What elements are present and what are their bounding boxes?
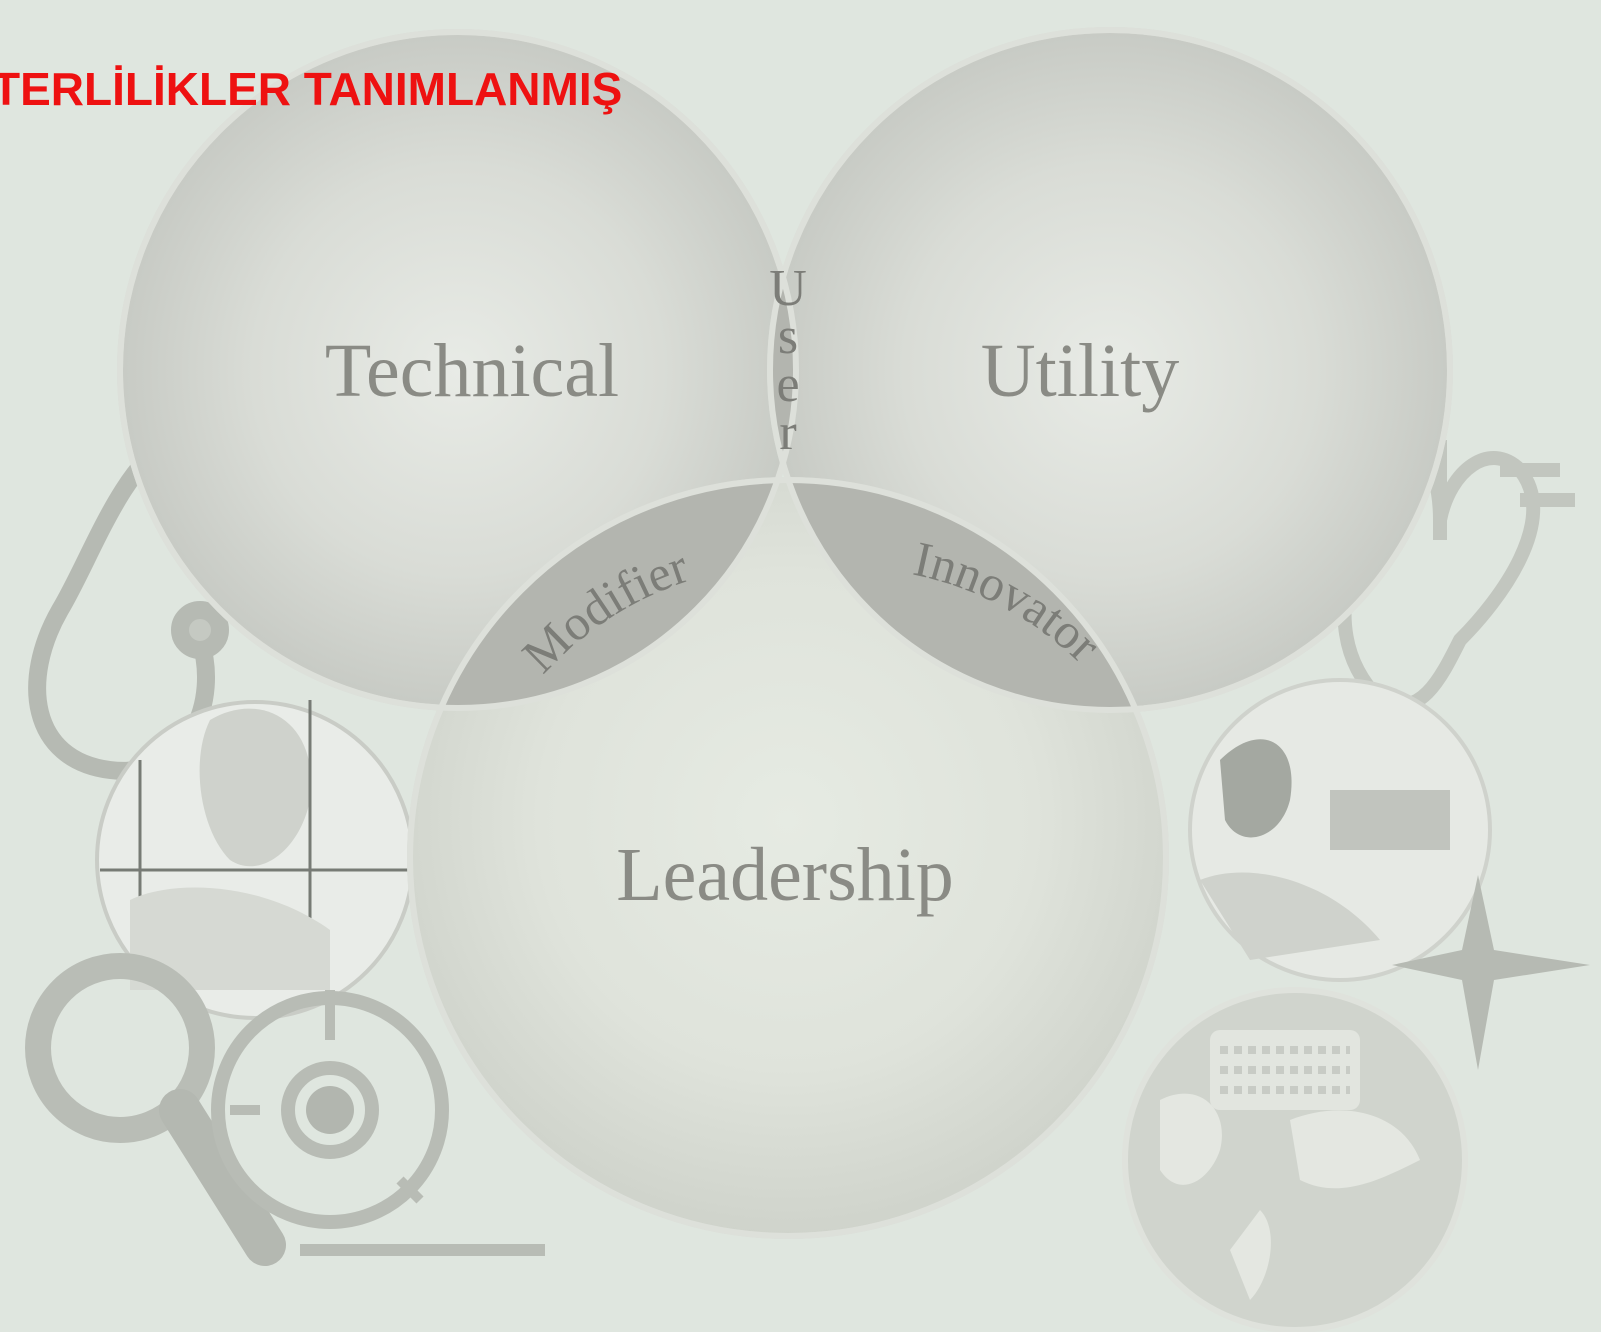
doctor-photo-icon [95,700,415,1020]
user-letter: e [776,356,799,413]
user-letter: U [769,260,807,317]
globe-keyboard-icon [1122,987,1468,1332]
magnifier-icon [25,953,286,1266]
technical-label: Technical [325,329,619,413]
modifier-lens [410,480,796,708]
user-letter: s [778,308,798,365]
lens-dial-icon [211,990,545,1256]
innovator-lens [770,480,1166,710]
utility-label: Utility [981,329,1179,413]
page-title: TERLİLİKLER TANIMLANMIŞ [0,63,623,115]
user-letter: r [779,404,796,461]
lab-photo-icon [1188,678,1492,982]
compass-star-icon [1392,875,1590,1070]
leadership-label: Leadership [616,833,954,917]
